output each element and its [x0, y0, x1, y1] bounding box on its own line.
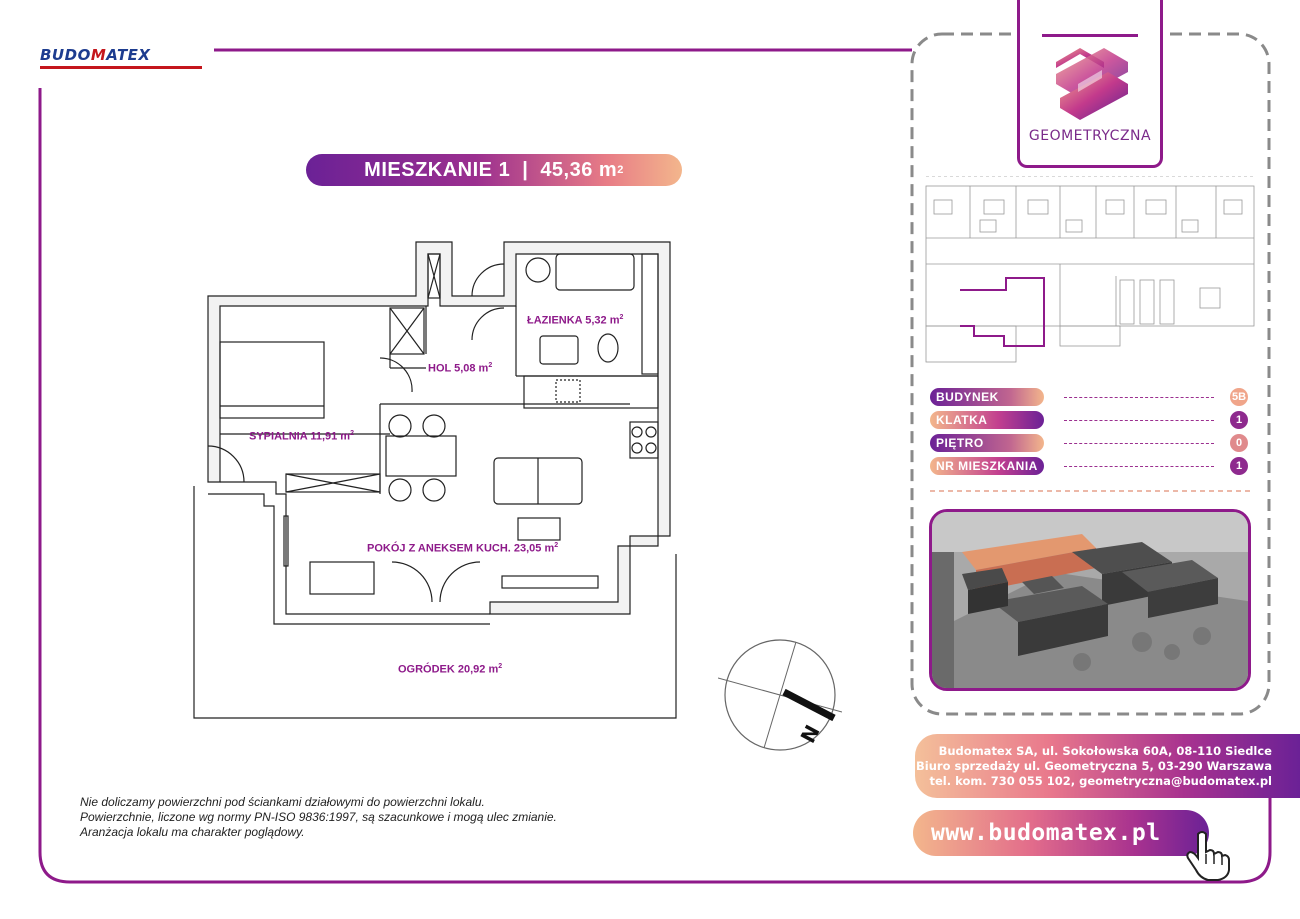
brand-name: GEOMETRYCZNA — [1028, 128, 1152, 144]
floor-plan — [193, 241, 677, 719]
logo-text-1: BUDO — [40, 46, 91, 64]
info-row-floor: PIĘTRO 0 — [930, 434, 1250, 452]
contact-line-address: Budomatex SA, ul. Sokołowska 60A, 08-110… — [938, 744, 1272, 758]
info-dash — [1064, 420, 1214, 421]
selected-apartment-outline — [960, 277, 1045, 347]
info-label-staircase: KLATKA — [930, 411, 1044, 429]
note-line: Nie doliczamy powierzchni pod ściankami … — [80, 795, 485, 809]
apartment-area: 45,36 m — [540, 158, 618, 181]
info-row-building: BUDYNEK 5B — [930, 388, 1250, 406]
disclaimer-notes: Nie doliczamy powierzchni pod ściankami … — [80, 795, 557, 840]
logo-text-m: M — [90, 46, 107, 64]
aerial-view-image — [929, 509, 1251, 691]
info-dash — [1064, 443, 1214, 444]
garden-outline — [193, 486, 677, 719]
title-separator: | — [522, 158, 529, 181]
geometryczna-brand-box: GEOMETRYCZNA — [1017, 0, 1163, 168]
room-label-bathroom: ŁAZIENKA 5,32 m2 — [527, 314, 624, 327]
info-label-apartment-number: NR MIESZKANIA — [930, 457, 1044, 475]
info-value-apartment-number: 1 — [1230, 457, 1248, 475]
info-dash — [1064, 397, 1214, 398]
info-row-staircase: KLATKA 1 — [930, 411, 1250, 429]
website-link[interactable]: www.budomatex.pl — [913, 810, 1209, 856]
hand-cursor-icon — [1186, 831, 1230, 881]
bed — [219, 341, 325, 419]
info-value-staircase: 1 — [1230, 411, 1248, 429]
logo-text-2: ATEX — [106, 46, 151, 64]
room-label-living-kitchen: POKÓJ Z ANEKSEM KUCH. 23,05 m2 — [367, 542, 559, 555]
dining-table — [385, 435, 457, 477]
contact-line-phone-email: tel. kom. 730 055 102, geometryczna@budo… — [929, 774, 1273, 788]
contact-info: Budomatex SA, ul. Sokołowska 60A, 08-110… — [915, 734, 1300, 798]
compass-north-label: N — [796, 721, 825, 747]
info-value-building: 5B — [1230, 388, 1248, 406]
compass-rose: N — [718, 639, 842, 751]
note-line: Powierzchnie, liczone wg normy PN-ISO 98… — [80, 810, 557, 824]
apartment-number: MIESZKANIE 1 — [364, 158, 511, 181]
room-label-garden: OGRÓDEK 20,92 m2 — [398, 663, 503, 676]
info-value-floor: 0 — [1230, 434, 1248, 452]
info-row-apartment-number: NR MIESZKANIA 1 — [930, 457, 1250, 475]
budomatex-logo: BUDOMATEX — [40, 46, 150, 64]
geometryczna-logo-icon — [1056, 48, 1128, 120]
info-label-floor: PIĘTRO — [930, 434, 1044, 452]
info-dash — [1064, 466, 1214, 467]
website-url[interactable]: www.budomatex.pl — [931, 820, 1161, 846]
room-label-bedroom: SYPIALNIA 11,91 m2 — [249, 430, 354, 443]
kitchen-counter — [523, 375, 659, 409]
logo-underline — [40, 66, 202, 69]
info-label-building: BUDYNEK — [930, 388, 1044, 406]
area-unit-sup: 2 — [617, 164, 624, 176]
contact-line-office: Biuro sprzedaży ul. Geometryczna 5, 03-2… — [916, 759, 1272, 773]
note-line: Aranżacja lokalu ma charakter poglądowy. — [80, 825, 305, 839]
bathtub — [555, 253, 635, 291]
brand-top-line — [1042, 34, 1138, 37]
room-label-hall: HOL 5,08 m2 — [428, 362, 493, 375]
building-plan-thumbnail — [925, 176, 1255, 363]
aerial-illustration — [932, 512, 1248, 688]
